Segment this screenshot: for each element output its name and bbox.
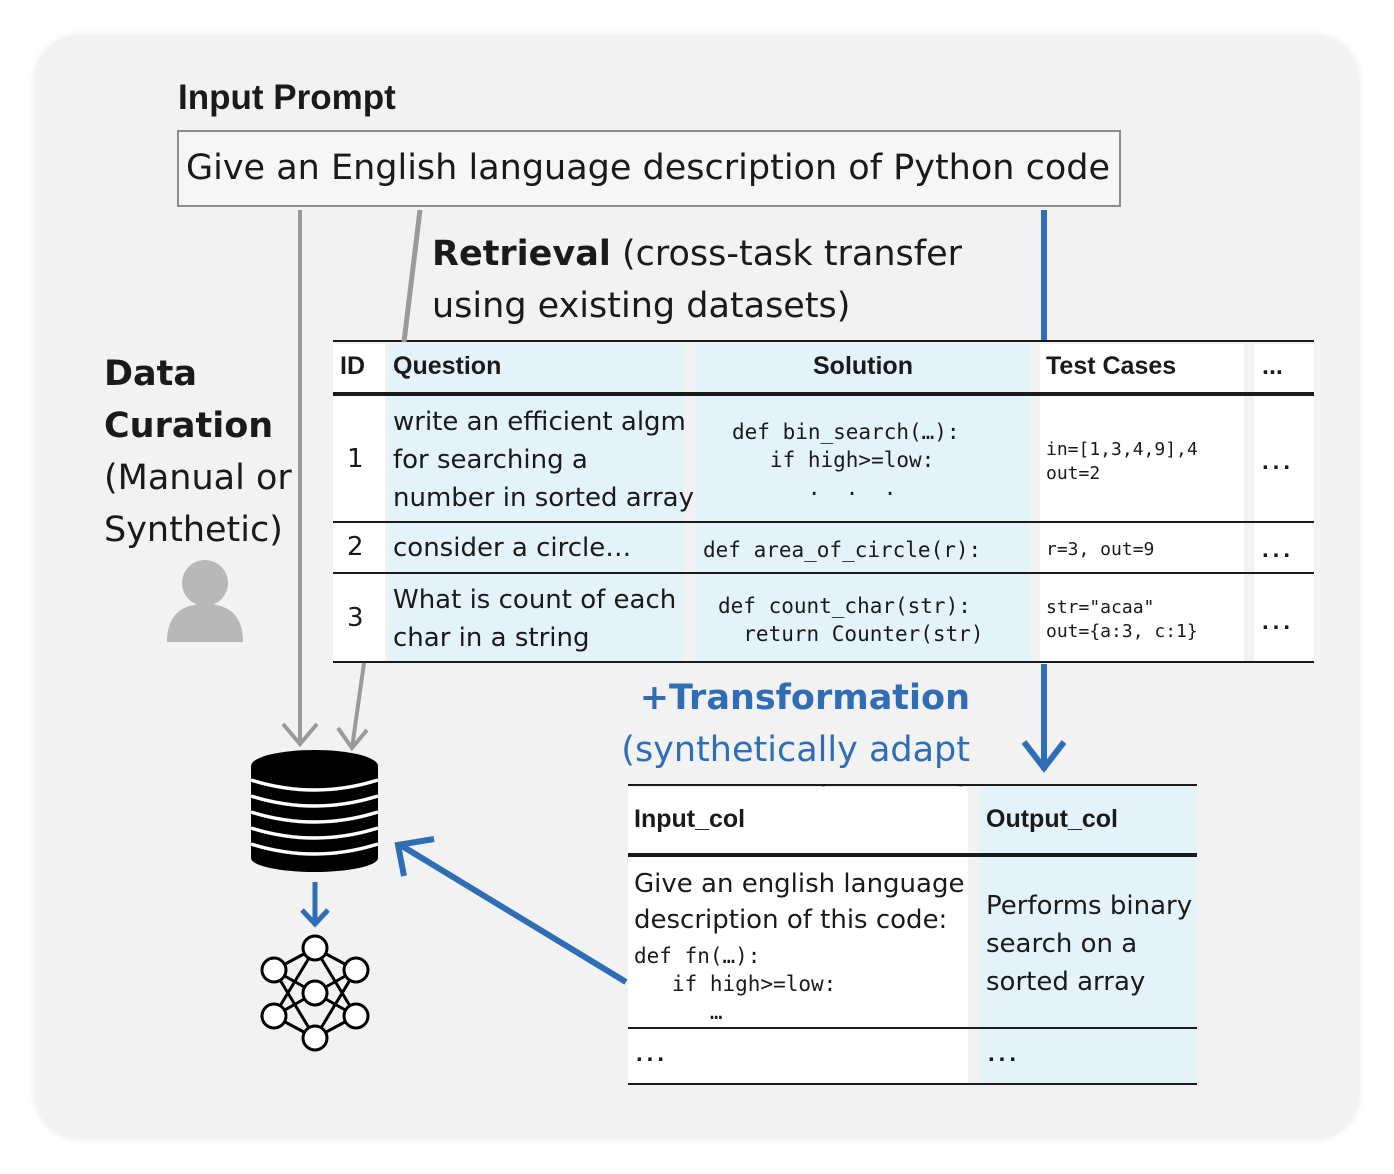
t2-output-line: search on a: [986, 929, 1138, 959]
row2-question: consider a circle…: [393, 529, 631, 567]
tests-col-bg: [1040, 344, 1244, 662]
t2-header-rule: [628, 853, 1197, 857]
t2-row2-input: ...: [636, 1040, 669, 1067]
input-prompt-title: Input Prompt: [178, 78, 396, 117]
row1-id: 1: [347, 444, 364, 474]
curation-line4: Synthetic): [104, 510, 283, 550]
retrieval-line2: using existing datasets): [432, 286, 851, 326]
t2-output-line: sorted array: [986, 967, 1146, 997]
t2-input-line: Give an english language: [634, 869, 965, 899]
input-col-bg: [628, 787, 968, 1084]
row1-question: write an efficient algm for searching a …: [393, 403, 694, 517]
table-to-db-arrow: [336, 662, 369, 752]
id-col-bg: [333, 344, 385, 662]
header-input-col: Input_col: [634, 805, 746, 833]
retrieval-bold: Retrieval: [432, 234, 611, 274]
solution-col-bg: [696, 344, 1030, 662]
more-col-bg: [1254, 344, 1314, 662]
table-bottom-rule: [333, 661, 1314, 663]
database-icon: [250, 750, 379, 872]
table-row-rule: [333, 572, 1314, 574]
t2-row1-input-code: def fn(…): if high>=low: …: [634, 944, 837, 1024]
neural-network-icon: [260, 934, 370, 1052]
t2-input-line: description of this code:: [634, 905, 948, 935]
row3-question-line: char in a string: [393, 623, 590, 653]
transform-arrow: [1021, 664, 1067, 773]
row3-tests: str="acaa" out={a:3, c:1}: [1046, 597, 1198, 642]
row1-question-line: write an efficient algm: [393, 407, 686, 437]
t2-bottom-rule: [628, 1083, 1197, 1085]
row2-more: ...: [1262, 536, 1295, 563]
row3-question-line: What is count of each: [393, 585, 677, 615]
prompt-to-db-arrow: [281, 210, 319, 748]
retrieval-label: Retrieval (cross-task transfer using exi…: [432, 228, 962, 332]
output-col-bg: [980, 787, 1197, 1084]
row3-question: What is count of each char in a string: [393, 581, 676, 657]
transformation-line1: +Transformation: [639, 678, 970, 718]
retrieval-connector: [401, 209, 423, 343]
table-row-rule: [333, 521, 1314, 523]
row1-tests: in=[1,3,4,9],4 out=2: [1046, 439, 1198, 484]
t2-top-rule: [628, 784, 1197, 786]
row3-id: 3: [347, 603, 364, 633]
t2-row1-input-text: Give an english language description of …: [634, 866, 964, 938]
person-icon: [167, 560, 243, 642]
row1-more: ...: [1262, 448, 1295, 475]
curation-line2: Curation: [104, 406, 274, 446]
retrieval-rest: (cross-task transfer: [610, 234, 963, 274]
table-header-rule: [333, 392, 1314, 396]
row1-question-line: for searching a: [393, 445, 588, 475]
header-id: ID: [340, 352, 365, 380]
input-prompt-text: Give an English language description of …: [186, 148, 1110, 188]
header-output-col: Output_col: [986, 805, 1118, 833]
table-top-rule: [333, 340, 1314, 342]
header-test-cases: Test Cases: [1046, 352, 1177, 380]
curation-line3: (Manual or: [104, 458, 292, 498]
row2-id: 2: [347, 532, 364, 562]
row2-solution: def area_of_circle(r):: [703, 538, 982, 562]
row3-solution: def count_char(str): return Counter(str): [718, 594, 984, 646]
t2-row-rule: [628, 1027, 1197, 1029]
curation-line1: Data: [104, 354, 198, 394]
question-col-bg: [388, 344, 684, 662]
input-prompt-box: Give an English language description of …: [177, 130, 1121, 207]
data-curation-label: Data Curation (Manual or Synthetic): [104, 348, 292, 556]
row2-question-line: consider a circle…: [393, 533, 632, 563]
db-to-model-arrow: [300, 882, 330, 928]
header-more: ...: [1262, 352, 1283, 380]
row1-solution: def bin_search(…): if high>=low: . . .: [732, 420, 960, 500]
t2-row2-output: ...: [988, 1040, 1021, 1067]
header-question: Question: [393, 352, 502, 380]
row2-tests: r=3, out=9: [1046, 539, 1155, 560]
t2-output-line: Performs binary: [986, 891, 1193, 921]
row3-more: ...: [1262, 608, 1295, 635]
header-solution: Solution: [813, 352, 913, 380]
t2-row1-output: Performs binary search on a sorted array: [986, 887, 1192, 1001]
transformed-to-db-arrow: [394, 836, 628, 985]
row1-question-line: number in sorted array: [393, 483, 694, 513]
